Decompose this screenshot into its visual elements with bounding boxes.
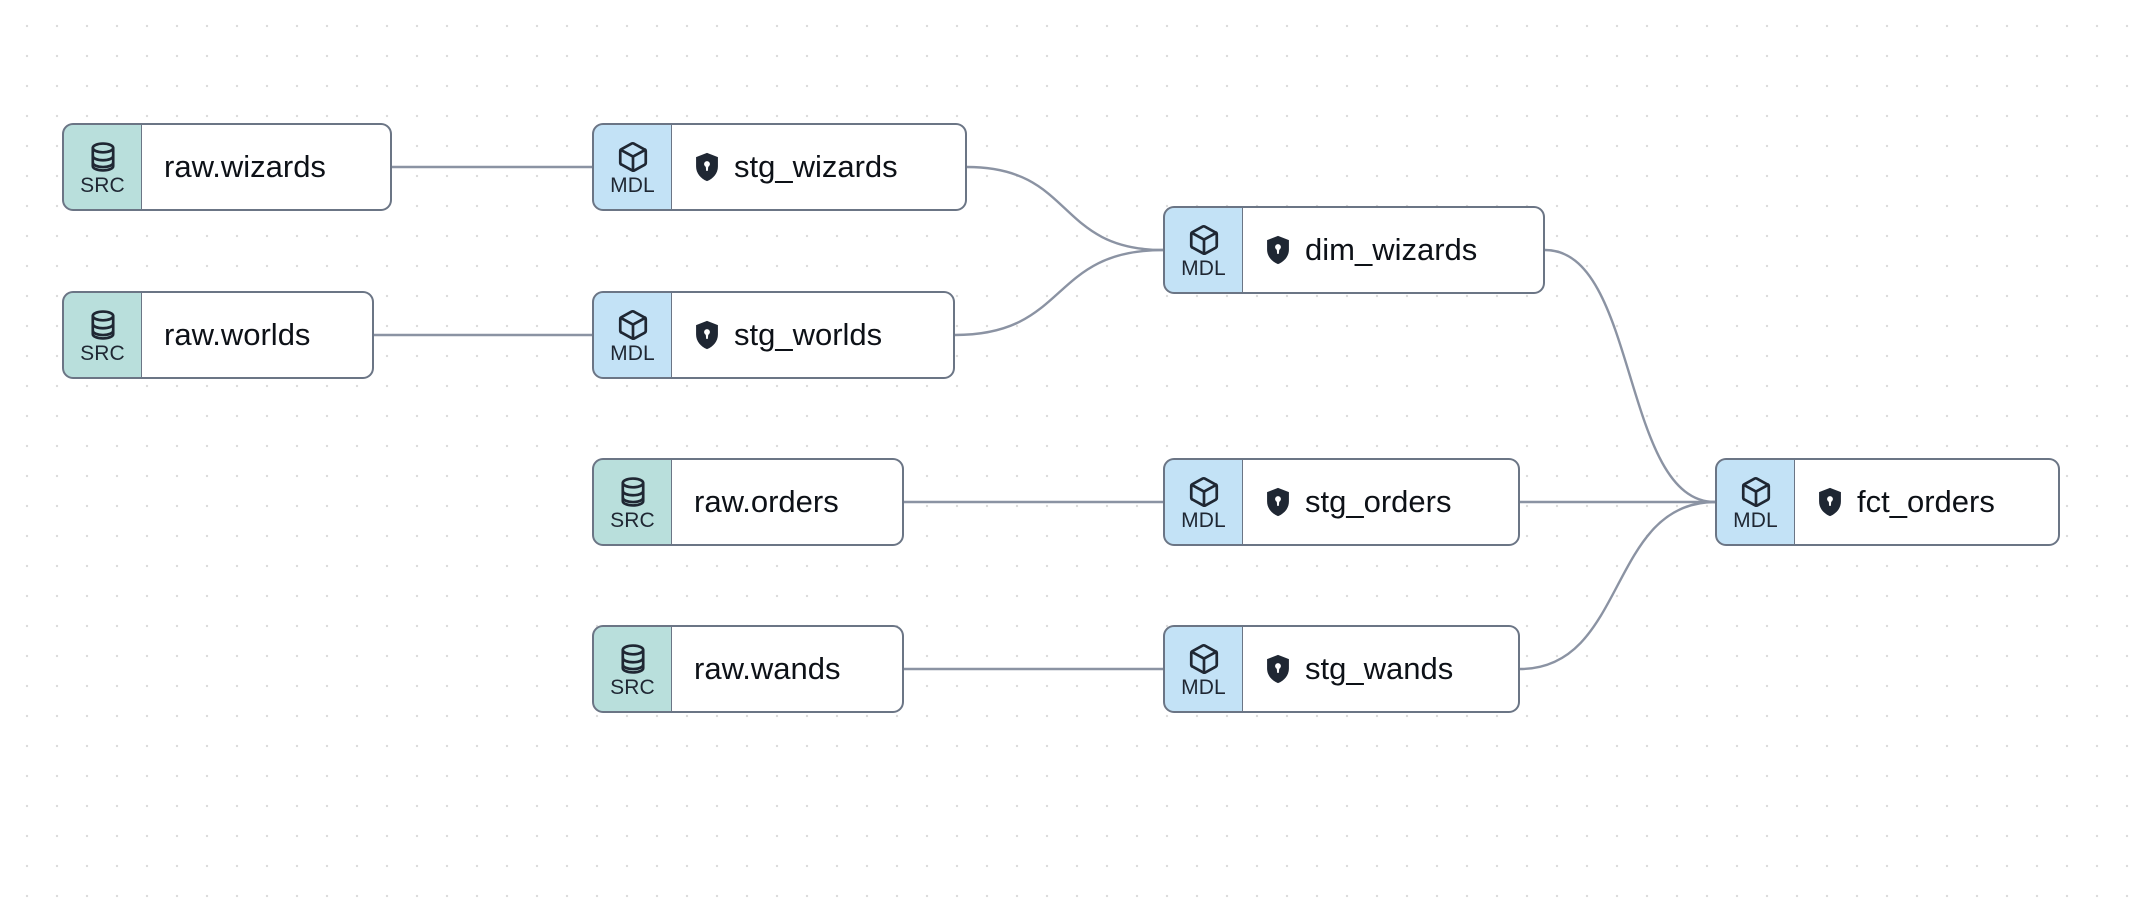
node-kind-badge-stg_orders: MDL — [1163, 458, 1243, 546]
node-kind-badge-stg_wizards: MDL — [592, 123, 672, 211]
node-body-stg_orders: stg_orders — [1243, 458, 1520, 546]
graph-node-stg_orders[interactable]: MDL stg_orders — [1163, 458, 1520, 546]
node-body-fct_orders: fct_orders — [1795, 458, 2060, 546]
cube-icon — [616, 306, 650, 342]
cube-icon — [1187, 640, 1221, 676]
node-body-stg_wands: stg_wands — [1243, 625, 1520, 713]
edge-stg_wands-to-fct_orders — [1519, 500, 1716, 671]
edge-dim_wizards-to-fct_orders — [1544, 248, 1716, 504]
node-kind-label: MDL — [610, 173, 655, 197]
node-label: raw.orders — [694, 484, 839, 519]
database-icon — [86, 138, 120, 174]
node-label: stg_orders — [1305, 484, 1452, 519]
graph-node-raw_worlds[interactable]: SRC raw.worlds — [62, 291, 374, 379]
node-kind-label: MDL — [1181, 675, 1226, 699]
node-kind-badge-stg_worlds: MDL — [592, 291, 672, 379]
graph-node-fct_orders[interactable]: MDL fct_orders — [1715, 458, 2060, 546]
edge-stg_worlds-to-dim_wizards — [954, 248, 1164, 337]
database-icon — [86, 306, 120, 342]
node-body-raw_wands: raw.wands — [672, 625, 904, 713]
graph-node-stg_wands[interactable]: MDL stg_wands — [1163, 625, 1520, 713]
shield-lock-icon — [1265, 487, 1291, 517]
node-kind-badge-raw_worlds: SRC — [62, 291, 142, 379]
node-kind-label: MDL — [610, 341, 655, 365]
node-label: stg_wands — [1305, 651, 1454, 686]
shield-lock-icon — [1817, 487, 1843, 517]
node-label: raw.wizards — [164, 149, 326, 184]
graph-node-stg_worlds[interactable]: MDL stg_worlds — [592, 291, 955, 379]
node-label: dim_wizards — [1305, 232, 1478, 267]
node-label: raw.worlds — [164, 317, 311, 352]
node-kind-label: MDL — [1733, 508, 1778, 532]
node-label: fct_orders — [1857, 484, 1995, 519]
shield-lock-icon — [694, 320, 720, 350]
graph-node-raw_wands[interactable]: SRC raw.wands — [592, 625, 904, 713]
node-label: stg_worlds — [734, 317, 883, 352]
graph-node-raw_orders[interactable]: SRC raw.orders — [592, 458, 904, 546]
node-kind-badge-fct_orders: MDL — [1715, 458, 1795, 546]
node-kind-label: MDL — [1181, 508, 1226, 532]
node-kind-badge-dim_wizards: MDL — [1163, 206, 1243, 294]
node-kind-label: SRC — [80, 341, 125, 365]
node-kind-badge-raw_wizards: SRC — [62, 123, 142, 211]
cube-icon — [1187, 221, 1221, 257]
node-kind-badge-stg_wands: MDL — [1163, 625, 1243, 713]
node-body-dim_wizards: dim_wizards — [1243, 206, 1545, 294]
node-body-raw_wizards: raw.wizards — [142, 123, 392, 211]
node-kind-label: MDL — [1181, 256, 1226, 280]
cube-icon — [1187, 473, 1221, 509]
cube-icon — [1739, 473, 1773, 509]
node-body-stg_worlds: stg_worlds — [672, 291, 955, 379]
edge-stg_wizards-to-dim_wizards — [966, 165, 1164, 252]
graph-node-dim_wizards[interactable]: MDL dim_wizards — [1163, 206, 1545, 294]
graph-node-stg_wizards[interactable]: MDL stg_wizards — [592, 123, 967, 211]
database-icon — [616, 473, 650, 509]
node-kind-label: SRC — [610, 675, 655, 699]
shield-lock-icon — [1265, 235, 1291, 265]
node-body-raw_orders: raw.orders — [672, 458, 904, 546]
shield-lock-icon — [1265, 654, 1291, 684]
cube-icon — [616, 138, 650, 174]
node-kind-label: SRC — [80, 173, 125, 197]
node-kind-label: SRC — [610, 508, 655, 532]
node-label: raw.wands — [694, 651, 841, 686]
shield-lock-icon — [694, 152, 720, 182]
node-kind-badge-raw_orders: SRC — [592, 458, 672, 546]
database-icon — [616, 640, 650, 676]
graph-node-raw_wizards[interactable]: SRC raw.wizards — [62, 123, 392, 211]
node-body-stg_wizards: stg_wizards — [672, 123, 967, 211]
node-body-raw_worlds: raw.worlds — [142, 291, 374, 379]
node-label: stg_wizards — [734, 149, 898, 184]
node-kind-badge-raw_wands: SRC — [592, 625, 672, 713]
